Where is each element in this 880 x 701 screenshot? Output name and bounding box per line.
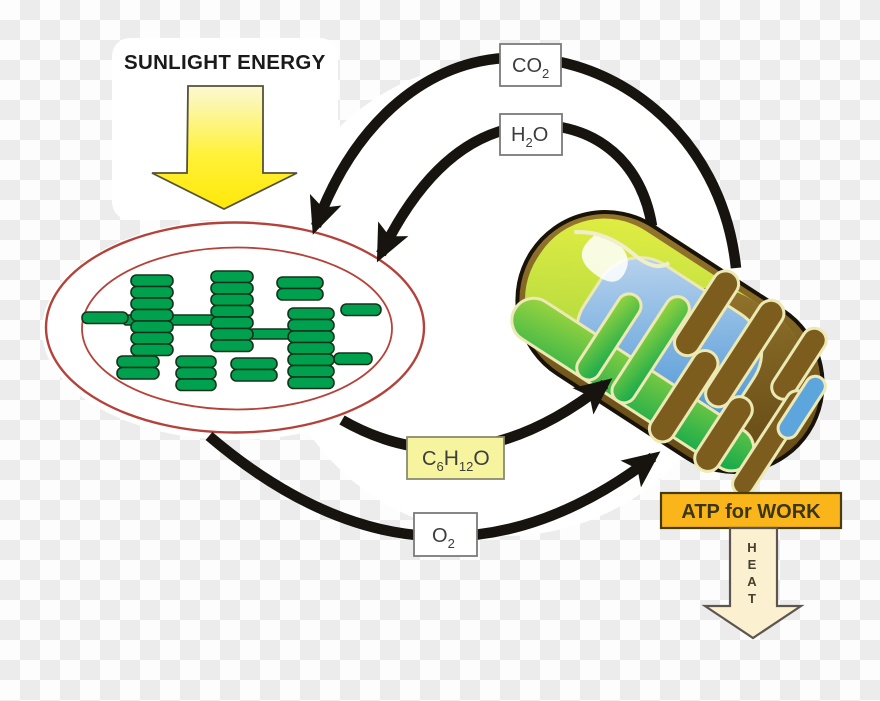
h2o-label: H2O (511, 124, 548, 150)
co2-label: CO2 (512, 55, 549, 81)
sunlight-arrow-icon (151, 85, 298, 211)
o2-label: O2 (432, 525, 455, 551)
glucose-label: C6H12O (422, 447, 490, 474)
atp-label: ATP for WORK (681, 501, 821, 523)
co2-box: CO2 (499, 43, 562, 87)
grana-stacks (81, 270, 382, 392)
mitochondrion-cristae (575, 269, 828, 497)
glucose-box: C6H12O (406, 436, 505, 480)
mitochondrion-highlight (581, 233, 628, 282)
chloroplast-inner-membrane (81, 246, 393, 411)
chloroplast-icon (44, 221, 426, 434)
atp-box: ATP for WORK (659, 491, 843, 530)
chloroplast-outer-membrane (44, 221, 426, 434)
h2o-box: H2O (499, 113, 563, 156)
sunlight-energy-label: SUNLIGHT ENERGY (124, 51, 326, 74)
mitochondrion-icon (510, 210, 828, 497)
mitochondrion-squiggle (574, 230, 671, 269)
o2-box: O2 (413, 512, 478, 557)
